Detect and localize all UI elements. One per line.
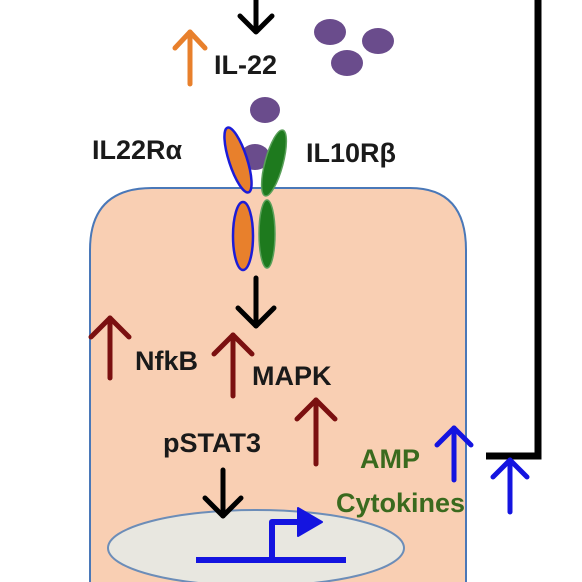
cytokines-label: Cytokines: [336, 488, 466, 518]
il22ra-upper-subunit: [223, 126, 253, 194]
il10rb-upper-subunit: [260, 129, 288, 197]
il22-molecule: [362, 28, 394, 54]
pstat3-to-nucleus-arrow: [202, 467, 244, 519]
il22-label: IL-22: [214, 50, 278, 80]
cytokines-increase-arrow: [490, 457, 530, 515]
pstat3-label: pSTAT3: [163, 428, 261, 458]
pstat3-increase-arrow: [294, 397, 338, 467]
il22-molecule: [314, 19, 346, 45]
il22-receptor-complex-icon: [223, 126, 288, 272]
il22-molecule: [331, 50, 363, 76]
amp-label: AMP: [360, 444, 420, 474]
il22-increase-arrow: [172, 29, 208, 87]
il22-molecule: [250, 97, 280, 123]
mapk-label: MAPK: [252, 361, 332, 391]
cell-body: [89, 187, 467, 582]
receptor-signal-arrow: [235, 275, 277, 329]
nucleus: [107, 509, 405, 582]
incoming-signal-arrow: [237, 0, 275, 35]
amp-increase-arrow: [434, 425, 474, 483]
il10rb-lower-subunit: [258, 199, 276, 269]
gene-promoter-arrow-icon: [196, 507, 346, 563]
nfkb-increase-arrow: [88, 315, 132, 381]
feedback-line: [486, 0, 542, 460]
nfkb-label: NfkB: [135, 346, 199, 376]
mapk-increase-arrow: [211, 332, 255, 399]
il10rb-label: IL10Rβ: [306, 138, 397, 168]
il22ra-lower-subunit: [231, 200, 255, 272]
il22ra-label: IL22Rα: [92, 135, 183, 165]
